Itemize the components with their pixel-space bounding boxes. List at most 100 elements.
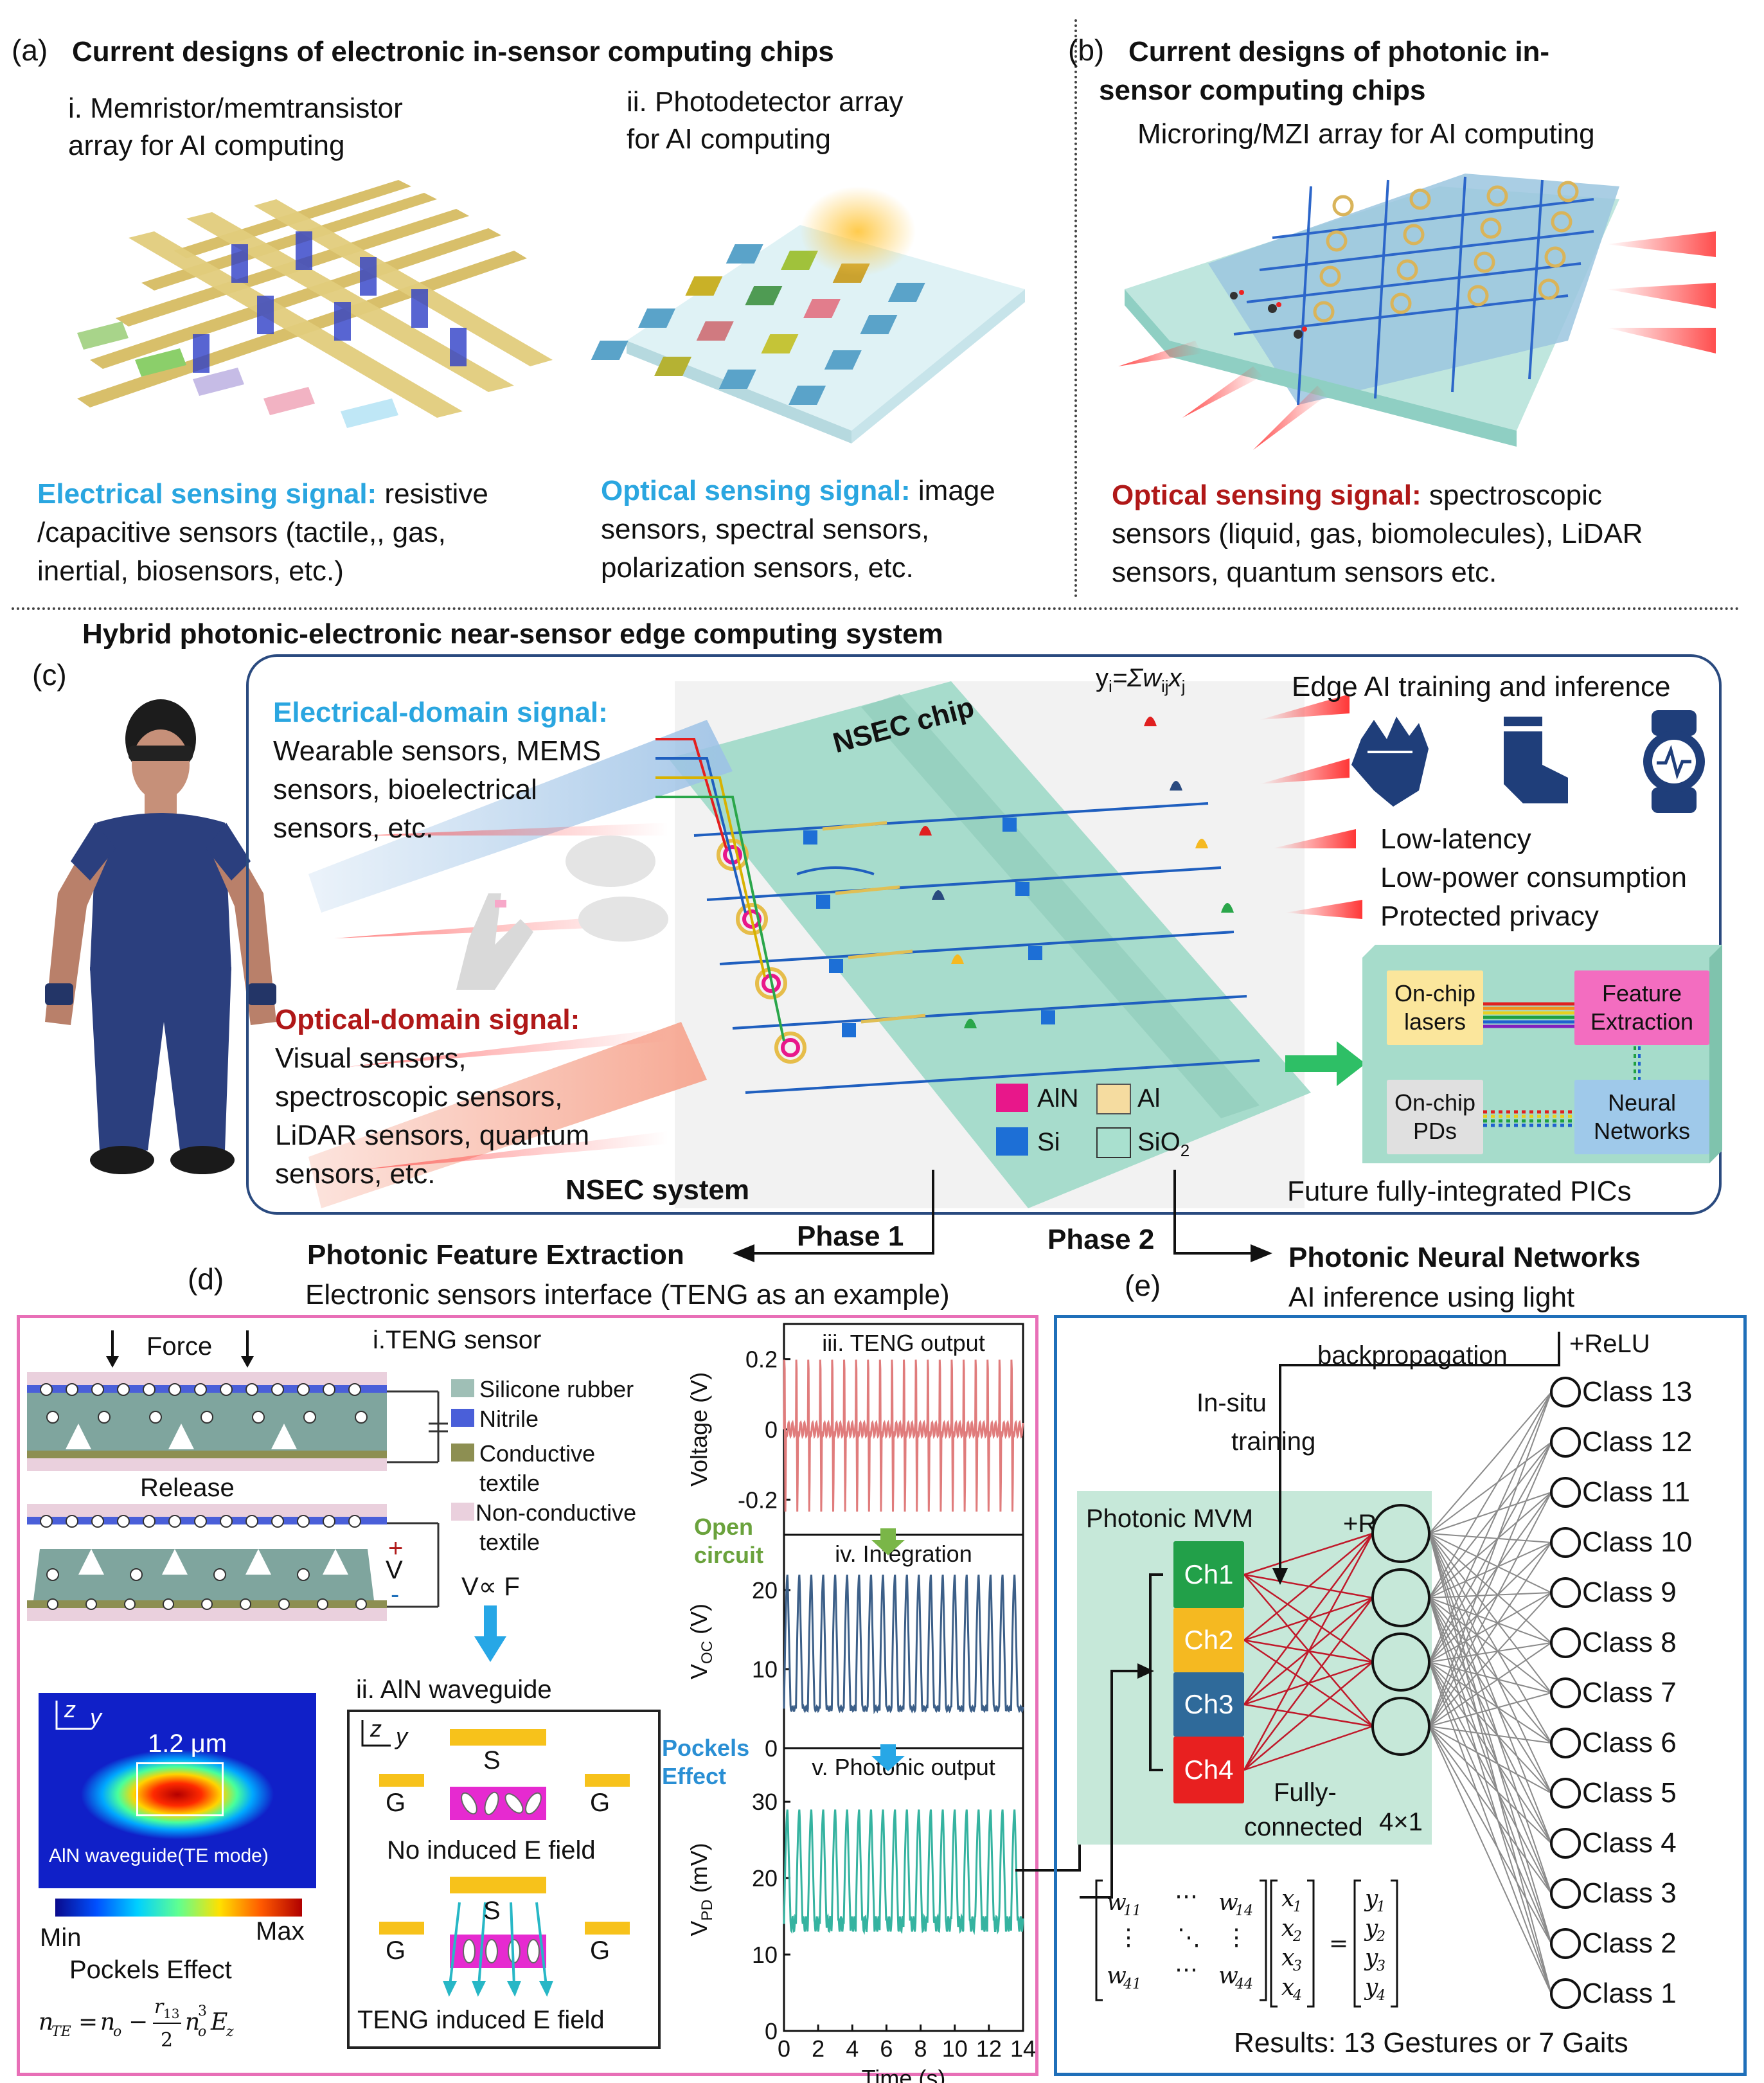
- chart-y-tick-label: 0: [765, 2018, 778, 2044]
- chart-x-tick-label: 0: [778, 2035, 790, 2062]
- signal-wires: [655, 738, 785, 1042]
- output-connection: [1429, 1533, 1552, 1794]
- legend-si-label: Si: [1037, 1128, 1060, 1156]
- mode-axes: [55, 1701, 91, 1730]
- future-pic-label: Future fully-integrated PICs: [1287, 1176, 1632, 1207]
- svg-text:x: x: [1281, 1974, 1294, 2001]
- backprop-path: [1279, 1332, 1560, 1575]
- panel-a-sub-ii-line2: for AI computing: [627, 123, 831, 155]
- panel-d-frame: [17, 1315, 1038, 2076]
- edge-feature-power: Low-power consumption: [1380, 862, 1687, 893]
- output-connection: [1429, 1533, 1552, 1694]
- svg-text:x: x: [1281, 1915, 1294, 1942]
- output-neuron: [1550, 1928, 1581, 1959]
- svg-text:w: w: [1218, 1963, 1238, 1989]
- chart-x-tick-label: 8: [914, 2035, 927, 2062]
- blue-arrow-icon: [871, 1744, 905, 1771]
- output-connection: [1429, 1391, 1552, 1598]
- svg-text:⋮: ⋮: [1225, 1924, 1248, 1951]
- edge-ai-title: Edge AI training and inference: [1292, 671, 1671, 702]
- svg-text:⋮: ⋮: [1117, 1924, 1140, 1951]
- output-connection: [1429, 1661, 1552, 1794]
- svg-text:⋱: ⋱: [1177, 1924, 1200, 1951]
- nsec-chip-illustration: [308, 681, 1362, 1208]
- svg-text:3: 3: [1293, 1958, 1302, 1974]
- output-connection: [1429, 1533, 1552, 1944]
- signal-electrode-label-2: S: [483, 1897, 501, 1925]
- output-connection: [1429, 1533, 1552, 1643]
- fc-label-1: Fully-: [1274, 1778, 1337, 1807]
- teng-pressed-illustration: [27, 1372, 448, 1471]
- mzi-arms: [822, 821, 926, 1024]
- fc-connection: [1243, 1725, 1373, 1771]
- fc-connection: [1243, 1533, 1374, 1771]
- ground-electrode-label-2b: G: [590, 1936, 610, 1965]
- output-connection: [1429, 1661, 1552, 1944]
- svg-text:E: E: [210, 2009, 227, 2035]
- panel-a-sub-i-line1: i. Memristor/memtransistor: [68, 93, 403, 124]
- panel-a-electrical-text: Electrical sensing signal: resistive: [37, 476, 488, 513]
- chart-y-label-sub: PD: [699, 1899, 716, 1920]
- panel-c-electrical-head: Electrical-domain signal:: [273, 697, 608, 728]
- voltage-minus: -: [391, 1580, 400, 1609]
- output-connection: [1429, 1542, 1552, 1663]
- output-connection: [1429, 1661, 1552, 1844]
- channel-bracket: [1149, 1573, 1163, 1771]
- panel-c-optical-line3: LiDAR sensors, quantum: [275, 1120, 590, 1151]
- legend-aln-label: AlN: [1037, 1084, 1079, 1113]
- output-connection: [1429, 1391, 1552, 1534]
- output-connection: [1429, 1533, 1552, 1744]
- chart-title: v. Photonic output: [812, 1754, 995, 1780]
- svg-text:x: x: [1281, 1945, 1294, 1971]
- svg-text:2: 2: [1292, 1929, 1302, 1945]
- fc-label-2: connected: [1244, 1813, 1363, 1841]
- mode-axis-z: z: [64, 1696, 76, 1722]
- output-connection: [1429, 1597, 1552, 1643]
- channel-1: Ch1: [1173, 1541, 1244, 1608]
- output-neuron: [1550, 1978, 1581, 2009]
- svg-text:41: 41: [1123, 1976, 1141, 1992]
- class-label: Class 3: [1582, 1877, 1677, 1909]
- svg-text:1: 1: [1293, 1899, 1302, 1915]
- hidden-neuron: [1371, 1504, 1430, 1563]
- teng-sensor-title: i.TENG sensor: [373, 1326, 542, 1354]
- legend-silicone-label: Silicone rubber: [479, 1376, 634, 1402]
- output-neuron: [1550, 1728, 1581, 1758]
- class-label: Class 11: [1582, 1476, 1690, 1508]
- svg-text:44: 44: [1234, 1976, 1253, 1992]
- output-neuron: [1550, 1377, 1581, 1408]
- panel-d-subtitle: Electronic sensors interface (TENG as an…: [305, 1279, 950, 1310]
- ring-modulators: [717, 839, 806, 1064]
- output-connection: [1429, 1726, 1552, 1844]
- output-connection: [1429, 1542, 1552, 1727]
- chart-y-label-sub: OC: [699, 1641, 716, 1664]
- output-neuron: [1550, 1427, 1581, 1458]
- svg-text:11: 11: [1123, 1903, 1141, 1919]
- class-label: Class 12: [1582, 1426, 1693, 1458]
- mode-caption: AlN waveguide(TE mode): [49, 1845, 269, 1866]
- waveguide-axes: [361, 1720, 391, 1747]
- channel-4: Ch4: [1173, 1737, 1244, 1803]
- class-label: Class 13: [1582, 1376, 1693, 1408]
- svg-text:=: =: [1329, 1931, 1348, 1957]
- class-label: Class 6: [1582, 1727, 1677, 1758]
- output-connection: [1429, 1726, 1552, 1994]
- panel-c-electrical-line2: sensors, bioelectrical: [273, 774, 537, 805]
- ground-electrode-label-2a: G: [386, 1936, 406, 1965]
- panel-a-electrical-line1: resistive: [377, 478, 488, 510]
- chart-y-tick-label: -0.2: [738, 1487, 778, 1513]
- human-avatar-illustration: [45, 699, 276, 1174]
- chart-x-tick-label: 6: [880, 2035, 893, 2062]
- output-connection: [1429, 1592, 1552, 1598]
- colorbar: [55, 1899, 302, 1917]
- svg-text:w: w: [1218, 1890, 1238, 1916]
- divider-horizontal: [12, 607, 1740, 610]
- output-connection: [1429, 1533, 1552, 1844]
- results-label: Results: 13 Gestures or 7 Gaits: [1234, 2027, 1628, 2059]
- chart-y-tick-label: 0: [765, 1417, 778, 1443]
- divider-vertical: [1074, 19, 1077, 598]
- panel-e-label: (e): [1125, 1269, 1161, 1302]
- chart-y-tick-label: 10: [752, 1942, 778, 1968]
- mode-axis-y: y: [90, 1704, 102, 1730]
